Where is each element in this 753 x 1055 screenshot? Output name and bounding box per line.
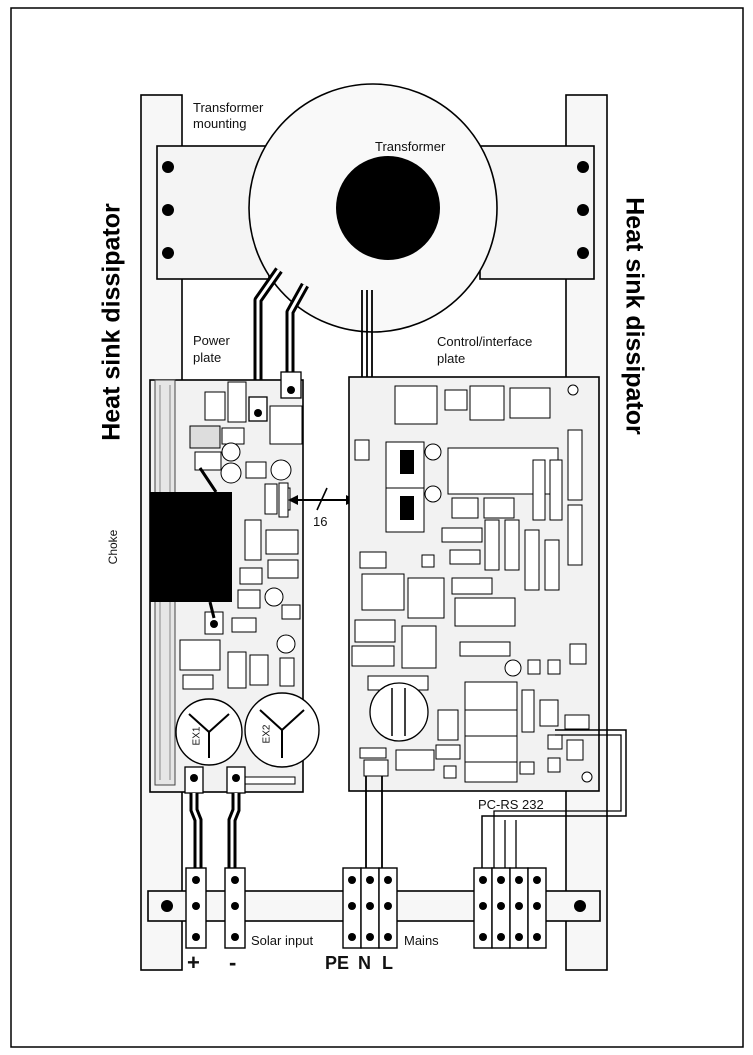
minus-symbol: - <box>229 950 237 975</box>
l-symbol: L <box>382 953 393 973</box>
solar-terminal-blocks <box>185 867 246 949</box>
choke-label: Choke <box>106 529 120 565</box>
pe-symbol: PE <box>325 953 350 973</box>
cap-ex2-label: EX2 <box>261 724 273 744</box>
pc-rs232-label: PC-RS 232 <box>478 797 544 812</box>
transformer-mounting-label-line2: mounting <box>193 116 247 131</box>
cap-ex1-label: EX1 <box>191 726 203 746</box>
page-border <box>10 7 744 1048</box>
n-symbol: N <box>358 953 371 973</box>
power-plate-label-line2: plate <box>193 350 222 365</box>
heat-sink-left-label: Heat sink dissipator <box>97 203 126 441</box>
transformer-core <box>336 156 440 260</box>
plus-symbol: + <box>187 950 200 975</box>
control-plate-label-line1: Control/interface <box>437 334 533 349</box>
power-plate-label-line1: Power <box>193 333 230 348</box>
transformer-mounting-label-line1: Transformer <box>193 100 264 115</box>
mains-label: Mains <box>404 933 439 948</box>
solar-input-label: Solar input <box>251 933 314 948</box>
mains-terminal-blocks <box>342 867 398 949</box>
rs232-terminal-blocks <box>473 867 547 949</box>
transformer-label: Transformer <box>375 139 446 154</box>
bus-width-label: 16 <box>313 514 328 529</box>
control-plate-label-line2: plate <box>437 351 466 366</box>
rs232-cable <box>481 729 627 875</box>
choke-block <box>150 492 232 602</box>
heat-sink-right-label: Heat sink dissipator <box>620 197 649 435</box>
